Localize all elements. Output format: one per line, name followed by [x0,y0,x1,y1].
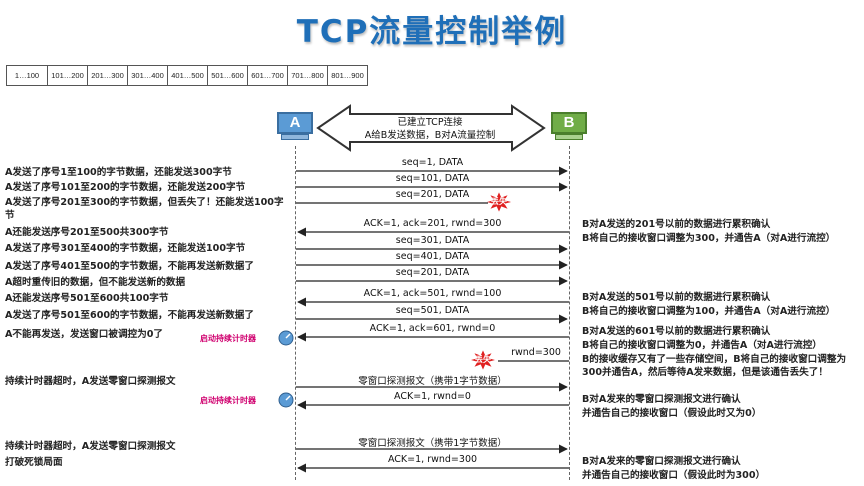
message-label: seq=201, DATA [395,189,470,200]
byte-segment-bar: 1…100 101…200 201…300 301…400 401…500 50… [6,65,368,86]
segment-cell: 1…100 [7,66,48,85]
host-a-computer-icon: A [277,112,313,142]
right-note: B对A发送的501号以前的数据进行累积确认 [582,292,771,303]
left-note: 持续计时器超时，A发送零窗口探测报文 [5,376,176,387]
left-note: A发送了序号1至100的字节数据，还能发送300字节 [5,167,232,178]
left-note: A发送了序号301至400的字节数据，还能发送100字节 [5,243,246,254]
host-a-timeline [295,146,296,480]
page-title: TCP流量控制举例 [296,14,568,50]
right-note: B对A发送的601号以前的数据进行累积确认 [582,326,771,337]
message-label: ACK=1, ack=201, rwnd=300 [363,218,502,229]
timer-clock-hand [285,333,291,339]
message-label: 零窗口探测报文（携带1字节数据） [358,376,507,387]
segment-cell: 601…700 [248,66,288,85]
lost-burst-icon [487,192,511,212]
host-a-label: A [277,112,313,134]
right-note: B的接收缓存又有了一些存储空间，B将自己的接收窗口调整为300并通告A，然后等待… [582,354,847,378]
right-note: B对A发送的201号以前的数据进行累积确认 [582,219,771,230]
segment-cell: 301…400 [128,66,168,85]
left-note: A发送了序号401至500的字节数据，不能再发送新数据了 [5,261,254,272]
left-note: A还能发送序号201至500共300字节 [5,227,169,238]
right-note: B对A发来的零窗口探测报文进行确认 [582,394,741,405]
connection-label: 已建立TCP连接 A给B发送数据，B对A流量控制 [350,116,510,142]
message-label: seq=101, DATA [395,173,470,184]
host-b-computer-icon: B [551,112,587,142]
message-label: 零窗口探测报文（携带1字节数据） [358,438,507,449]
message-label: seq=501, DATA [395,305,470,316]
timer-label: 启动持续计时器 [200,334,256,343]
right-note: B将自己的接收窗口调整为0，并通告A（对A进行流控） [582,340,822,351]
left-note: A不能再发送，发送窗口被调控为0了 [5,329,164,340]
segment-cell: 501…600 [208,66,248,85]
connection-double-arrow [316,104,546,152]
left-note: A还能发送序号501至600共100字节 [5,293,169,304]
message-label: seq=201, DATA [395,267,470,278]
segment-cell: 401…500 [168,66,208,85]
connection-line2: A给B发送数据，B对A流量控制 [364,130,496,141]
message-label: ACK=1, rwnd=300 [387,454,478,465]
message-label: rwnd=300 [511,347,561,358]
right-note: B对A发来的零窗口探测报文进行确认 [582,456,741,467]
lost-burst-icon [471,350,495,370]
connection-line1: 已建立TCP连接 [397,117,463,128]
right-note: 并通告自己的接收窗口（假设此时为300） [582,470,766,481]
segment-cell: 801…900 [331,71,364,80]
right-note: 并通告自己的接收窗口（假设此时又为0） [582,408,762,419]
segment-cell: 101…200 [48,66,88,85]
right-note: B将自己的接收窗口调整为300，并通告A（对A进行流控） [582,233,836,244]
segment-cell: 701…800 [288,66,328,85]
segment-cell: 201…300 [88,66,128,85]
left-note: 打破死锁局面 [5,457,63,468]
message-label: ACK=1, ack=601, rwnd=0 [369,323,496,334]
message-label: ACK=1, ack=501, rwnd=100 [363,288,502,299]
message-label: seq=301, DATA [395,235,470,246]
timer-label: 启动持续计时器 [200,396,256,405]
right-note: B将自己的接收窗口调整为100，并通告A（对A进行流控） [582,306,836,317]
message-label: seq=1, DATA [401,157,464,168]
message-label: seq=401, DATA [395,251,470,262]
lost-label: 丢失 [491,197,507,206]
host-b-label: B [551,112,587,134]
left-note: A发送了序号201至300的字节数据，但丢失了！还能发送100字节 [5,197,284,221]
timer-clock-hand [285,395,291,401]
message-label: ACK=1, rwnd=0 [394,391,471,402]
left-note: 持续计时器超时，A发送零窗口探测报文 [5,441,176,452]
lost-label: 丢失 [475,355,491,364]
left-note: A发送了序号101至200的字节数据，还能发送200字节 [5,182,246,193]
left-note: A超时重传旧的数据，但不能发送新的数据 [5,277,186,288]
left-note: A发送了序号501至600的字节数据，不能再发送新数据了 [5,310,254,321]
host-b-timeline [569,146,570,480]
